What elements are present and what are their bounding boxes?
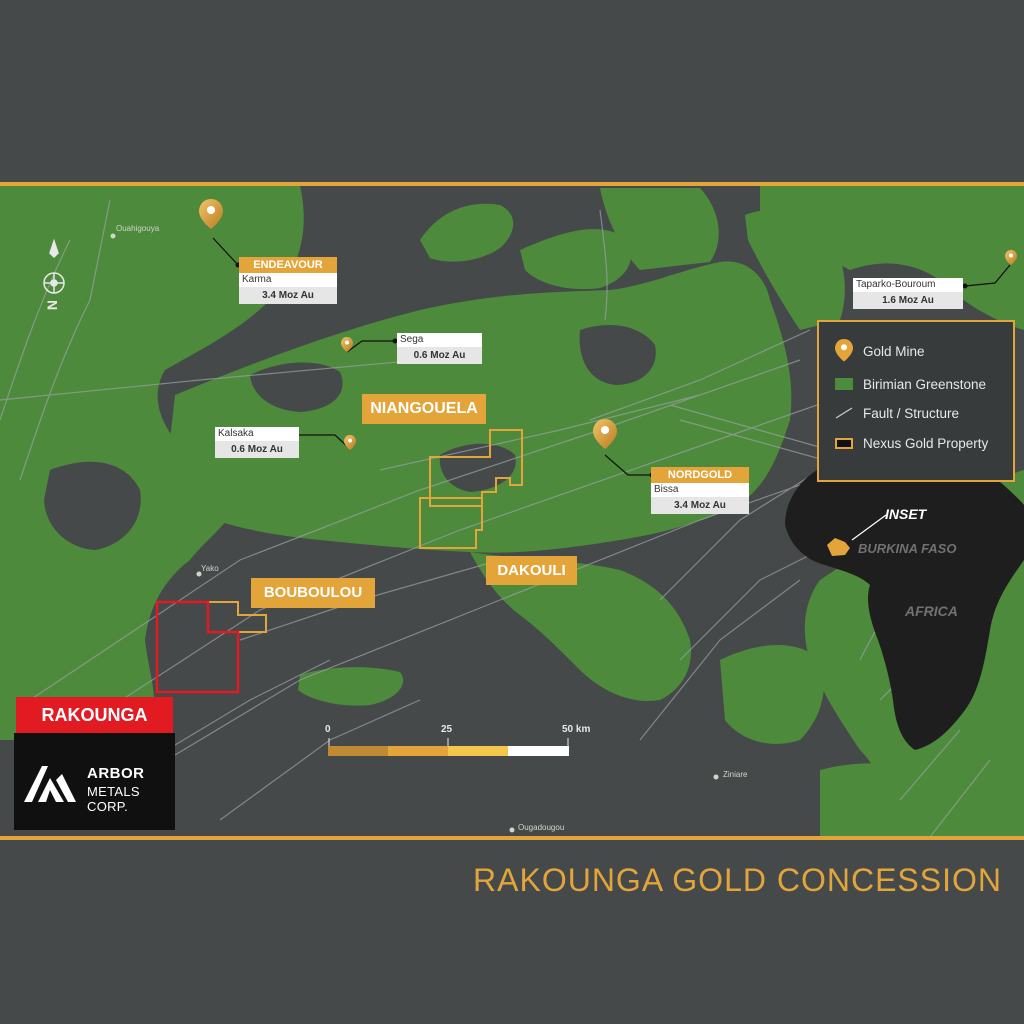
inset-label: INSET <box>885 506 927 522</box>
legend-label: Nexus Gold Property <box>863 435 989 451</box>
legend-row-greenstone: Birimian Greenstone <box>835 374 986 394</box>
region-label-bouboulou: BOUBOULOU <box>251 578 375 608</box>
mine-callout-karma[interactable]: ENDEAVOUR Karma 3.4 Moz Au <box>239 257 337 304</box>
scale-label: 50 km <box>562 724 591 735</box>
mine-resource: 3.4 Moz Au <box>651 497 749 514</box>
map-bottom-border <box>0 836 1024 840</box>
gold-pin-icon[interactable] <box>341 337 353 352</box>
gold-pin-icon[interactable] <box>1005 250 1017 265</box>
legend-row-gold-mine: Gold Mine <box>835 336 925 366</box>
town-label: Ziniare <box>723 770 748 779</box>
arbor-name: ARBOR <box>87 765 145 782</box>
region-label-niangouela: NIANGOUELA <box>362 394 486 424</box>
mine-name: Kalsaka <box>215 427 299 441</box>
rakounga-property[interactable] <box>155 600 240 694</box>
mine-name: Sega <box>397 333 482 347</box>
mine-callout-kalsaka[interactable]: Kalsaka 0.6 Moz Au <box>215 427 299 458</box>
region-label-dakouli: DAKOULI <box>486 556 577 585</box>
arbor-subtitle: METALS CORP. <box>87 784 140 814</box>
arbor-logo-icon <box>24 766 76 802</box>
dakouli-property[interactable] <box>419 497 483 549</box>
page-title: RAKOUNGA GOLD CONCESSION <box>473 862 1002 898</box>
town-label: Ouahigouya <box>116 224 160 233</box>
inset-continent-label: AFRICA <box>905 603 958 619</box>
gold-pin-icon[interactable] <box>199 199 223 229</box>
legend-label: Birimian Greenstone <box>863 376 987 392</box>
mine-resource: 3.4 Moz Au <box>239 287 337 304</box>
town-dots <box>110 233 719 833</box>
mine-resource: 0.6 Moz Au <box>215 441 299 458</box>
compass-icon <box>43 238 65 294</box>
mine-name: Karma <box>239 273 337 287</box>
town-label: Yako <box>201 564 219 573</box>
gold-pin-icon <box>835 339 853 362</box>
africa-inset <box>785 440 1024 750</box>
greenstone-swatch <box>835 378 853 390</box>
legend-row-fault: Fault / Structure <box>835 403 959 423</box>
burkina-faso-shape <box>827 538 850 556</box>
inset-country-label: BURKINA FASO <box>858 541 957 556</box>
rakounga-badge: RAKOUNGA <box>16 697 173 733</box>
mine-company: NORDGOLD <box>651 467 749 483</box>
north-label: N <box>44 299 61 311</box>
legend-row-property: Nexus Gold Property <box>835 433 988 453</box>
background-lobes <box>44 325 656 650</box>
niangouela-property[interactable] <box>429 429 523 507</box>
map-legend: Gold Mine Birimian Greenstone Fault / St… <box>817 320 1015 482</box>
fault-line-icon <box>835 407 853 419</box>
legend-label: Fault / Structure <box>863 405 960 421</box>
town-label: Ougadougou <box>518 823 565 832</box>
scale-bar <box>328 738 569 756</box>
legend-label: Gold Mine <box>863 343 925 359</box>
property-swatch <box>835 437 853 449</box>
mine-callout-taparko[interactable]: Taparko-Bouroum 1.6 Moz Au <box>853 278 963 309</box>
mine-name: Bissa <box>651 483 749 497</box>
gold-pin-icon[interactable] <box>344 435 356 450</box>
scale-label: 0 <box>325 724 331 735</box>
mine-resource: 1.6 Moz Au <box>853 292 963 309</box>
mine-company: ENDEAVOUR <box>239 257 337 273</box>
inset-pointer <box>851 514 887 541</box>
mine-name: Taparko-Bouroum <box>853 278 963 292</box>
mine-resource: 0.6 Moz Au <box>397 347 482 364</box>
scale-label: 25 <box>441 724 453 735</box>
mine-callout-sega[interactable]: Sega 0.6 Moz Au <box>397 333 482 364</box>
map-top-border <box>0 182 1024 186</box>
gold-pin-icon[interactable] <box>593 419 617 449</box>
mine-callout-bissa[interactable]: NORDGOLD Bissa 3.4 Moz Au <box>651 467 749 514</box>
arbor-logo: ARBOR METALS CORP. <box>14 733 175 830</box>
